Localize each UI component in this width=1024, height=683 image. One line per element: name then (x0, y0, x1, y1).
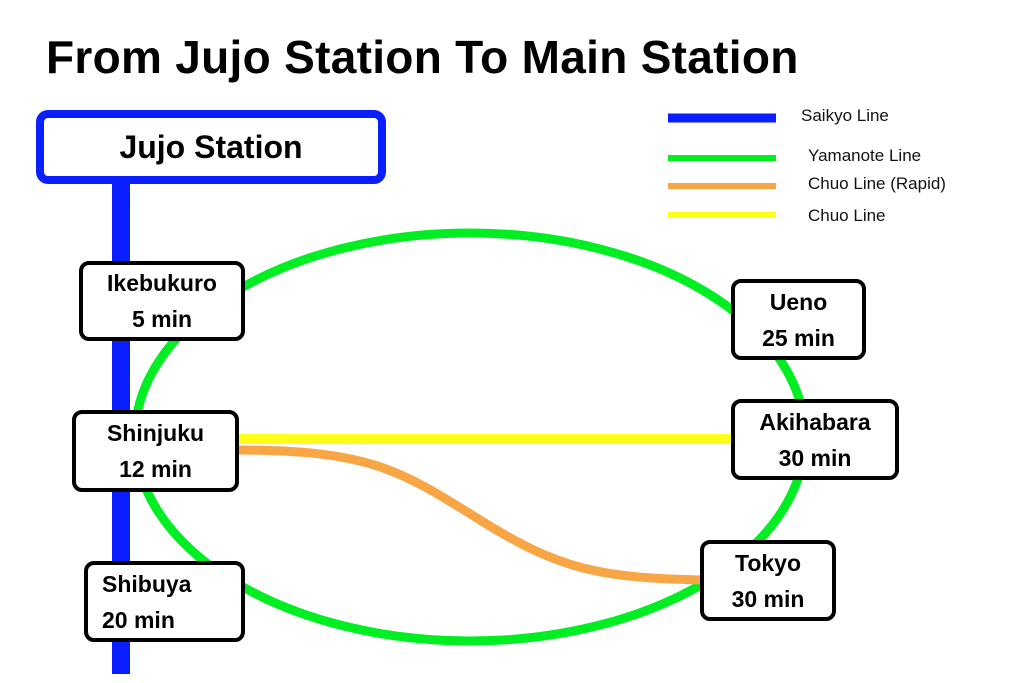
station-ueno: Ueno 25 min (731, 279, 866, 360)
station-time: 20 min (102, 606, 175, 633)
legend-label-saikyo: Saikyo Line (801, 106, 889, 125)
station-time: 12 min (119, 456, 192, 482)
station-name: Ikebukuro (107, 270, 217, 296)
station-time: 5 min (131, 306, 193, 332)
station-name: Ueno (769, 288, 828, 315)
chuo-rapid-line-track (235, 445, 706, 585)
page-title: From Jujo Station To Main Station (46, 31, 799, 83)
legend-label-chuo: Chuo Line (808, 206, 886, 225)
station-time: 30 min (778, 444, 852, 471)
station-ikebukuro: Ikebukuro 5 min (79, 261, 245, 341)
legend-label-chuo-rapid: Chuo Line (Rapid) (808, 174, 946, 193)
station-shibuya: Shibuya 20 min (84, 561, 245, 642)
station-name: Shibuya (102, 570, 192, 597)
station-shinjuku: Shinjuku 12 min (72, 410, 239, 492)
station-name: Tokyo (734, 549, 802, 576)
station-name: Shinjuku (106, 420, 205, 446)
legend-label-yamanote: Yamanote Line (808, 146, 922, 165)
origin-station-box: Jujo Station (36, 110, 386, 184)
station-time: 25 min (762, 324, 835, 351)
station-akihabara: Akihabara 30 min (731, 399, 899, 480)
station-name: Akihabara (759, 408, 871, 435)
station-time: 30 min (731, 585, 805, 612)
station-tokyo: Tokyo 30 min (700, 540, 836, 621)
